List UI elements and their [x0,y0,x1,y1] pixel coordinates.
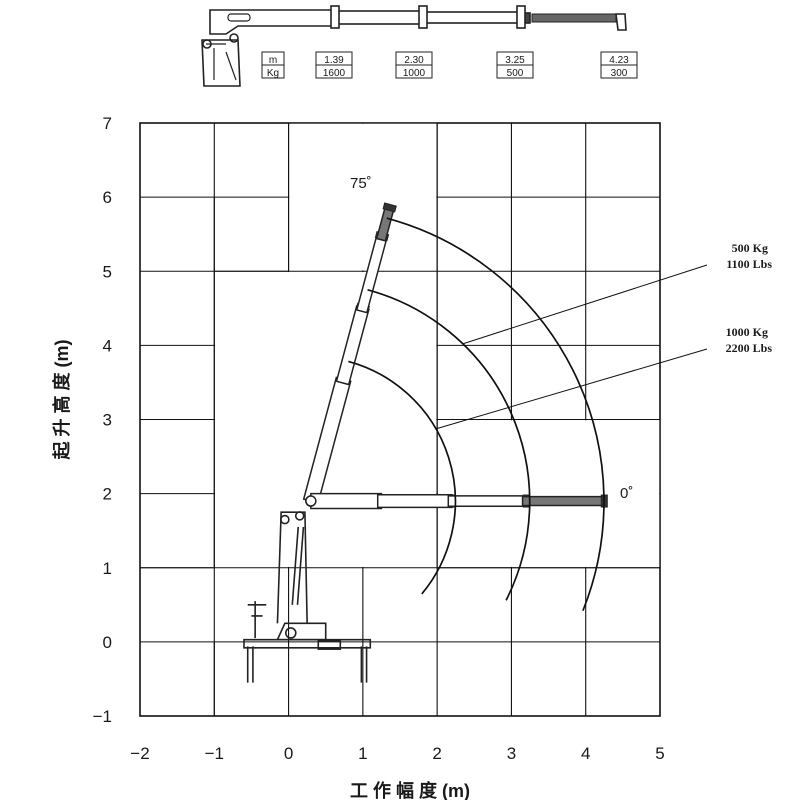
top-crane-hook [615,13,627,31]
table-load-value: 300 [611,68,628,79]
annotation-lbs: 2200 Lbs [726,341,773,355]
boom-joint [382,202,397,213]
top-crane-joint-1 [418,5,428,29]
angle-label-max: 75˚ [350,175,372,192]
top-crane-pivot-right [229,33,239,43]
boom-section [310,492,383,510]
load-arc [367,288,531,601]
y-tick-label: 5 [103,262,112,281]
y-tick-label: 6 [103,188,112,207]
x-tick-label: 1 [358,744,367,763]
y-tick-label: 2 [103,485,112,504]
table-unit-load: Kg [267,68,279,79]
top-crane-joint-0 [330,5,340,29]
crane-platform [243,638,372,649]
y-axis-title: 起 升 高 度 (m) [51,339,72,460]
x-tick-label: −1 [205,744,224,763]
table-unit-reach: m [269,55,277,66]
table-reach-value: 1.39 [324,55,344,66]
top-crane-section-1 [334,10,424,25]
table-load-value: 1600 [323,68,346,79]
top-crane-base [201,39,241,87]
lift-cylinder [291,526,305,605]
x-axis-title: 工 作 幅 度 (m) [350,780,470,800]
x-tick-label: 0 [284,744,293,763]
annotation-lbs: 1100 Lbs [726,257,772,271]
load-table: mKg 1.39 1600 2.30 1000 3.25 500 4.23 300 [261,51,638,79]
x-tick-label: 3 [507,744,516,763]
top-crane-drawing [201,5,627,87]
slewing-base [276,622,327,641]
x-tick-label: 5 [655,744,664,763]
table-reach-value: 2.30 [404,55,424,66]
top-crane-base-detail [206,43,237,81]
crane-platform-box [317,640,342,650]
crane-drawing [243,511,372,683]
boom-section [447,495,528,507]
blank-region [437,420,660,567]
outrigger-right [360,646,368,683]
load-arc [348,360,457,595]
load-arcs [348,217,605,612]
y-tick-label: 0 [103,633,112,652]
angle-label-min: 0˚ [620,485,633,502]
table-reach-value: 4.23 [609,55,629,66]
blank-region [289,123,437,271]
axis-ticks: 7 6 5 4 3 2 1 0 −1 −2 −1 0 1 2 3 4 5 [93,114,665,763]
blank-region [215,568,288,634]
boom-section [376,493,453,509]
table-reach-value: 3.25 [505,55,525,66]
column-pivot [280,514,290,525]
x-tick-label: 4 [581,744,590,763]
x-tick-label: −2 [130,744,149,763]
control-post [247,601,267,639]
chart-grid [139,122,661,717]
x-tick-label: 2 [432,744,441,763]
top-crane-inner-boom [209,9,336,35]
slewing-gear [284,627,297,639]
annotation-kg: 500 Kg [732,241,768,255]
y-tick-label: 1 [103,559,112,578]
chart-labels: 500 Kg 1100 Lbs 1000 Kg 2200 Lbs 75˚ 0˚ 工 作 幅 … [51,175,773,801]
top-crane-slot [227,13,251,22]
y-tick-label: 4 [103,336,112,355]
crane-column [276,511,308,624]
load-arc [386,217,605,612]
y-tick-label: 3 [103,411,112,430]
annotation-leader [462,264,708,345]
top-crane-joint-2 [516,5,526,29]
annotation-kg: 1000 Kg [726,325,768,339]
top-crane-pivot-left [202,39,212,49]
y-tick-label: −1 [93,707,112,726]
blank-regions [215,123,660,634]
table-load-value: 500 [507,68,524,79]
boom-pivot [305,495,317,507]
y-tick-label: 7 [103,114,112,133]
cylinder-pivot [294,511,305,521]
boom-positions [302,202,608,510]
top-crane-section-2 [422,11,521,24]
table-load-value: 1000 [403,68,426,79]
top-crane-extension [531,13,617,23]
annotation-leader [436,348,708,430]
outrigger-left [246,646,254,683]
boom-section [521,495,606,507]
